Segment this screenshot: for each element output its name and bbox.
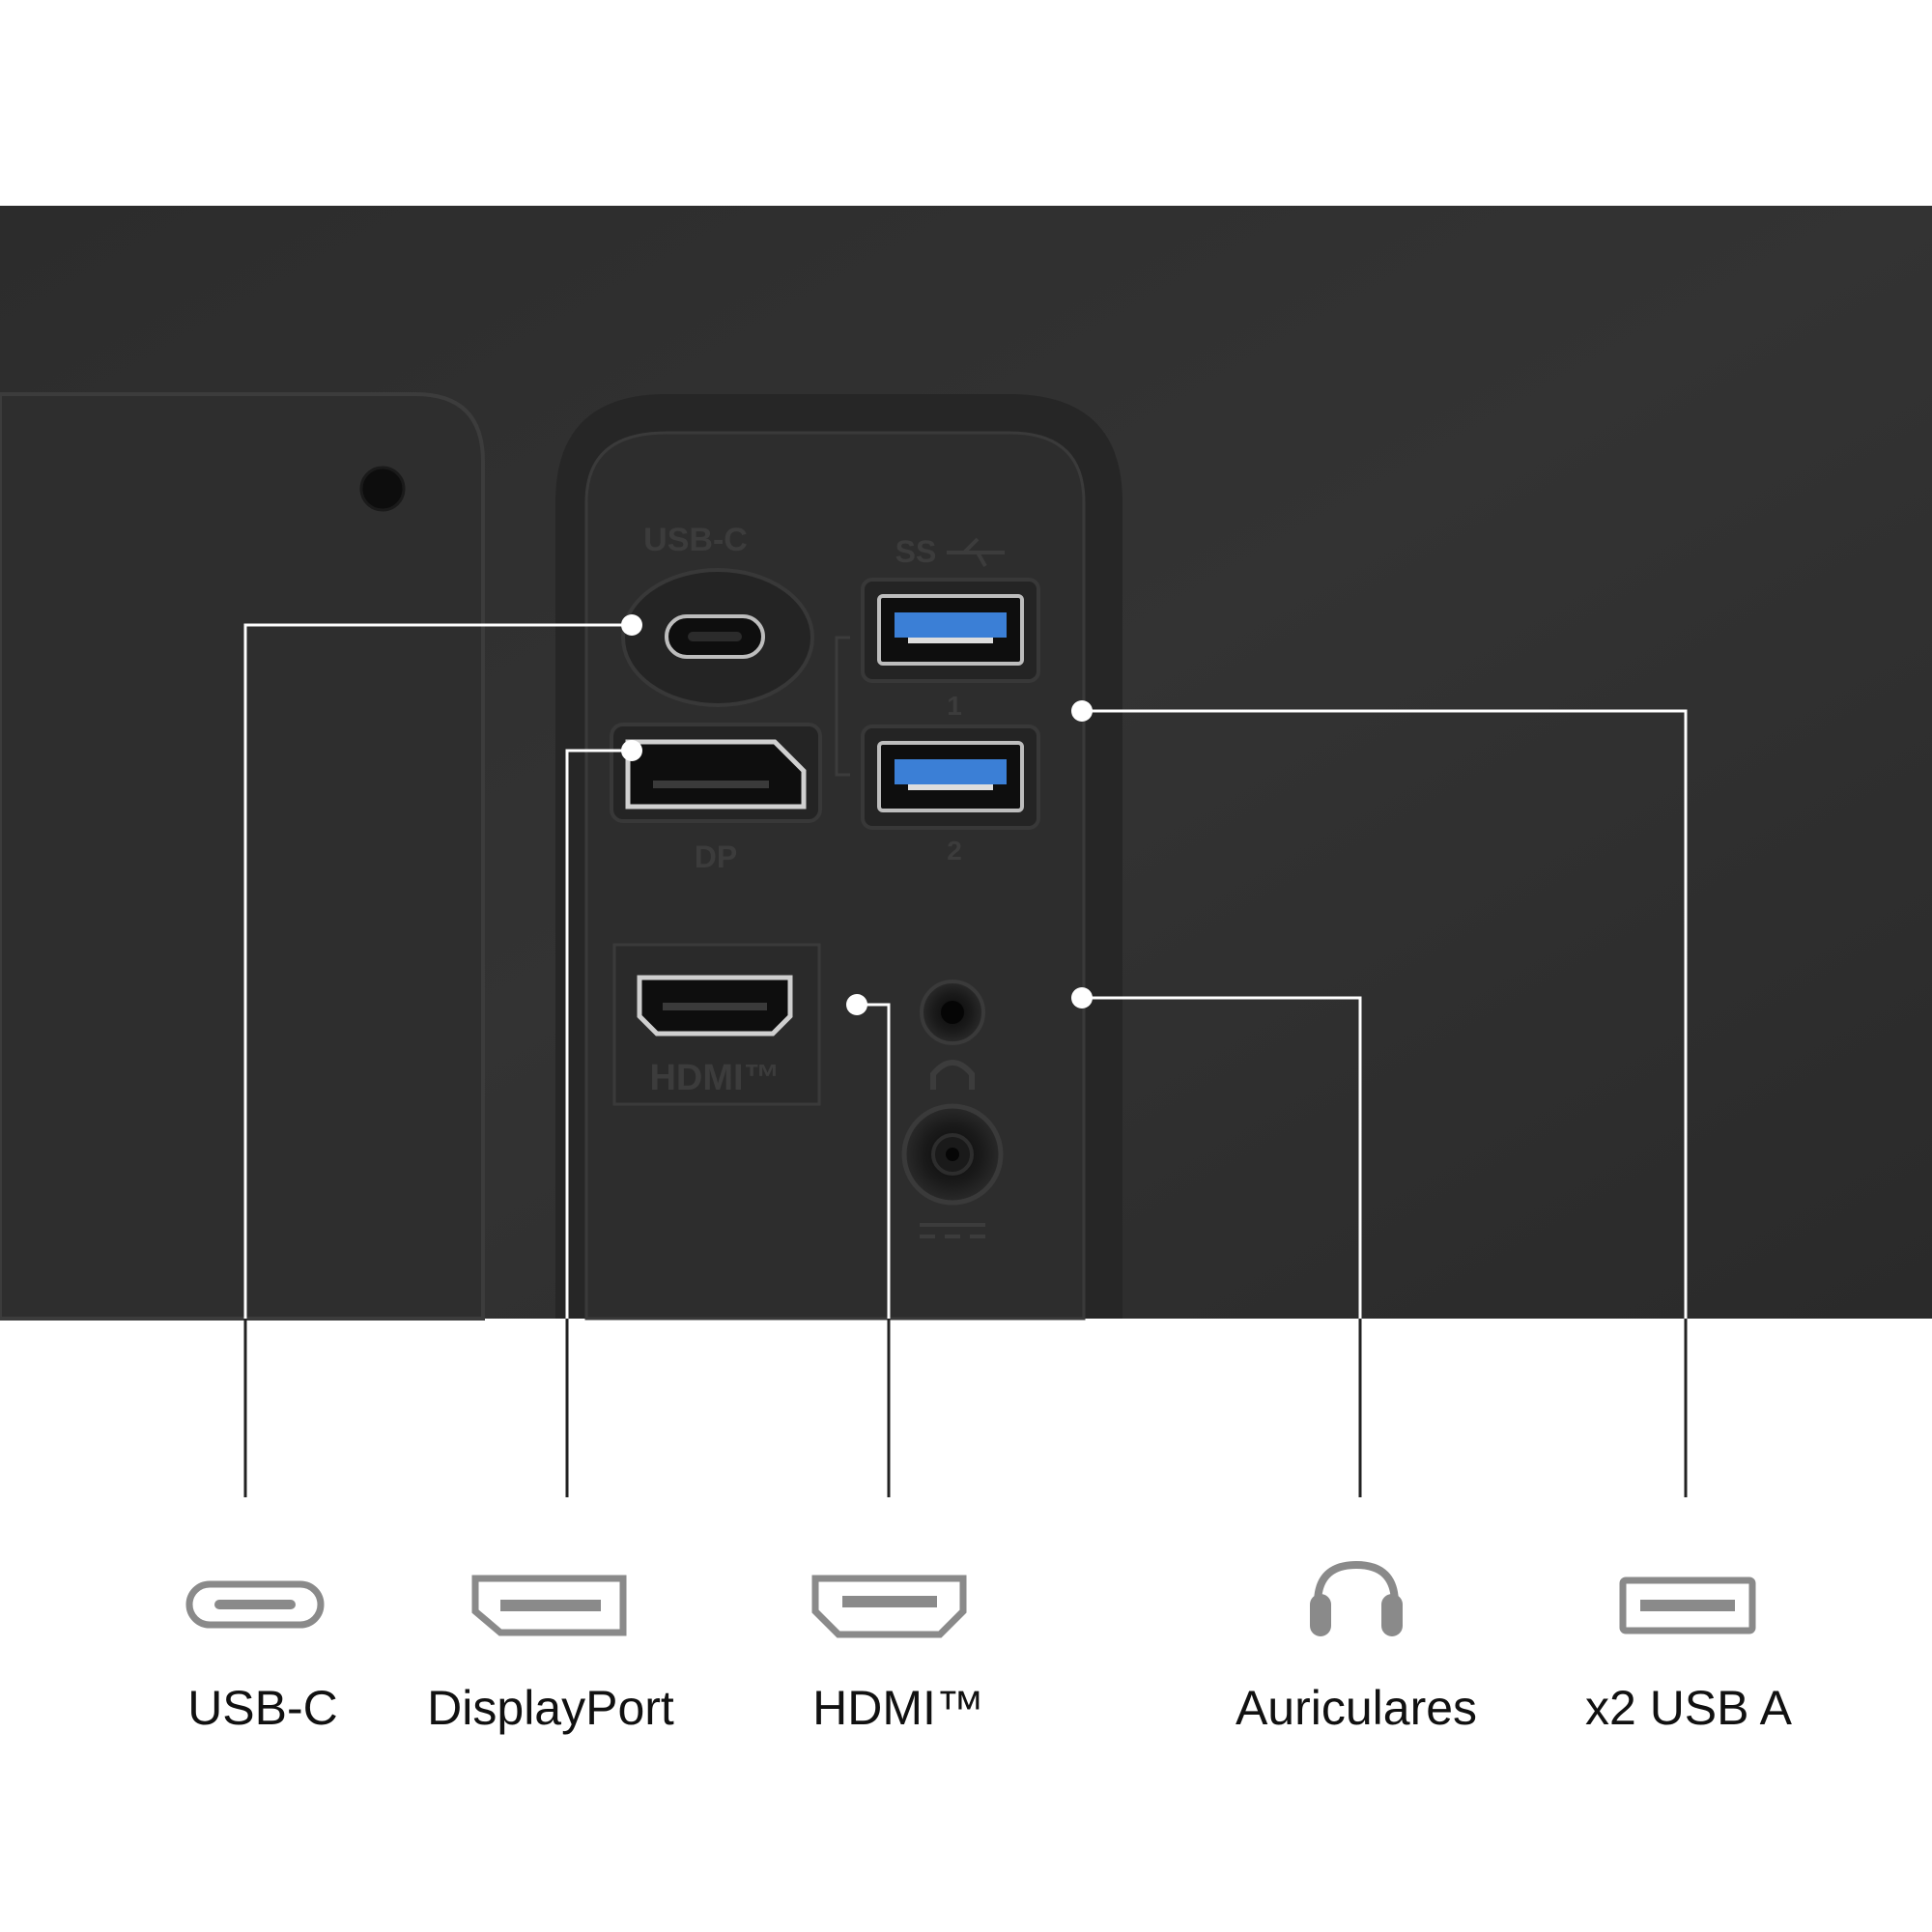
usb-c-icon <box>185 1580 325 1629</box>
embossed-usbc: USB-C <box>643 522 748 558</box>
callout-line-headphones <box>1082 996 1362 1319</box>
usb-a-port-1-contacts <box>908 638 993 643</box>
embossed-usb-1: 1 <box>947 691 962 721</box>
callout-dot-dp <box>621 740 642 761</box>
callout-dots <box>621 614 1093 1015</box>
usb-a-port-2-contacts <box>908 784 993 790</box>
embossed-superspeed: SS <box>895 534 937 569</box>
displayport-icon <box>471 1575 627 1636</box>
label-usb-c: USB-C <box>187 1681 338 1735</box>
label-hdmi: HDMI™ <box>812 1681 984 1735</box>
embossed-headphone-icon <box>930 1060 975 1090</box>
label-auriculares: Auriculares <box>1235 1681 1478 1735</box>
callout-dot-usb-a <box>1071 700 1093 722</box>
callout-lines-panel <box>243 623 1688 1319</box>
hdmi-icon <box>811 1575 967 1638</box>
dc-power-jack-pin <box>946 1148 959 1161</box>
callout-line-usbc <box>243 623 632 1319</box>
usb-a-port-1-tongue <box>895 612 1007 638</box>
hdmi-pins <box>663 1003 767 1010</box>
vesa-plate <box>0 392 485 1321</box>
io-bay-inner <box>584 431 1086 1321</box>
embossed-dp: DP <box>695 839 737 874</box>
callout-line-dp <box>565 749 632 1319</box>
callout-lines-below <box>243 1319 1688 1497</box>
usb-trident-icon <box>947 537 1005 567</box>
screw-hole <box>359 466 406 512</box>
label-displayport: DisplayPort <box>427 1681 674 1735</box>
dp-port <box>625 739 807 810</box>
usbc-tongue <box>688 632 742 641</box>
label-usb-a: x2 USB A <box>1585 1681 1792 1735</box>
usb-bracket <box>835 636 850 777</box>
usb-a-icon <box>1619 1577 1756 1634</box>
callout-dot-hdmi <box>846 994 867 1015</box>
dc-symbol <box>920 1223 985 1238</box>
embossed-usb-2: 2 <box>947 836 962 866</box>
embossed-hdmi: HDMI™ <box>649 1058 780 1098</box>
dp-pins <box>653 781 769 788</box>
callout-dot-usbc <box>621 614 642 636</box>
callout-dot-headphones <box>1071 987 1093 1009</box>
callout-line-usb-a <box>1082 709 1688 1319</box>
headphone-jack-hole <box>941 1001 964 1024</box>
headphones-icon <box>1310 1560 1403 1636</box>
usb-a-port-2-tongue <box>895 759 1007 784</box>
